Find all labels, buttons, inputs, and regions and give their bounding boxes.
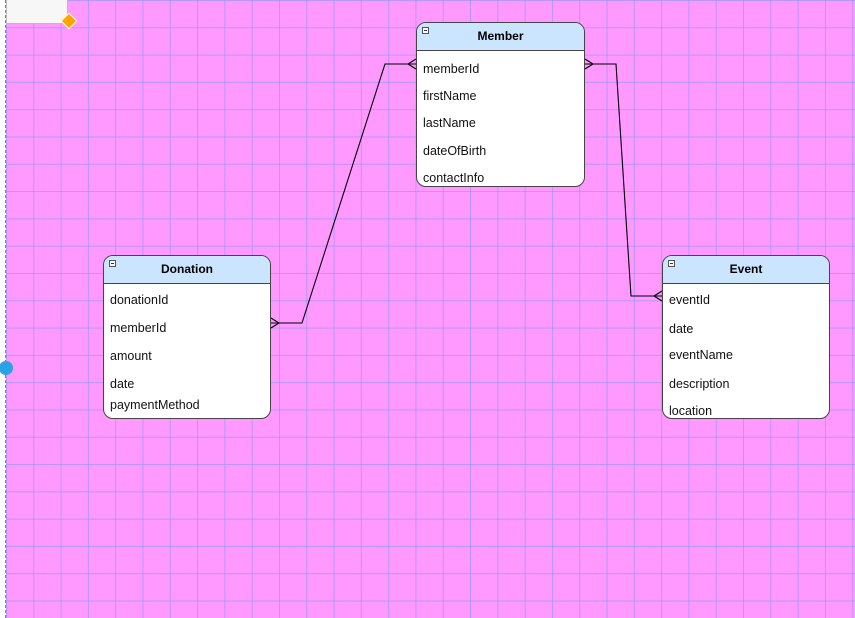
attribute-lastName[interactable]: lastName	[423, 116, 476, 130]
attribute-eventName[interactable]: eventName	[669, 348, 733, 362]
attribute-contactInfo[interactable]: contactInfo	[423, 171, 485, 185]
entity-header-member[interactable]: Member	[417, 23, 584, 51]
attribute-memberId[interactable]: memberId	[423, 62, 480, 76]
entity-header-donation[interactable]: Donation	[104, 256, 270, 284]
left-rail	[0, 0, 6, 618]
attribute-dateOfBirth[interactable]: dateOfBirth	[423, 144, 487, 158]
entity-member[interactable]: Member memberId firstName lastName dateO…	[416, 22, 585, 187]
attribute-memberId[interactable]: memberId	[110, 321, 167, 335]
connection-handle[interactable]	[0, 361, 13, 375]
entity-event[interactable]: Event eventId date eventName description…	[662, 255, 830, 419]
collapse-minus-icon[interactable]	[109, 260, 116, 267]
attribute-eventId[interactable]: eventId	[669, 293, 711, 307]
entity-title: Donation	[161, 262, 213, 276]
attribute-date[interactable]: date	[110, 377, 135, 391]
collapse-minus-icon[interactable]	[668, 260, 675, 267]
entity-donation[interactable]: Donation donationId memberId amount date…	[103, 255, 271, 419]
attribute-amount[interactable]: amount	[110, 349, 152, 363]
attribute-paymentMethod[interactable]: paymentMethod	[110, 398, 200, 412]
attribute-firstName[interactable]: firstName	[423, 89, 477, 103]
entity-title: Event	[729, 262, 763, 276]
relationship-donation-member[interactable]	[270, 58, 417, 329]
attribute-description[interactable]: description	[669, 377, 730, 391]
attribute-donationId[interactable]: donationId	[110, 293, 169, 307]
entity-title: Member	[477, 29, 524, 43]
collapse-minus-icon[interactable]	[422, 27, 429, 34]
relationship-member-event[interactable]	[584, 58, 663, 302]
attribute-date[interactable]: date	[669, 322, 694, 336]
entity-header-event[interactable]: Event	[663, 256, 829, 284]
attribute-location[interactable]: location	[669, 404, 713, 418]
partial-shape[interactable]	[6, 0, 68, 24]
